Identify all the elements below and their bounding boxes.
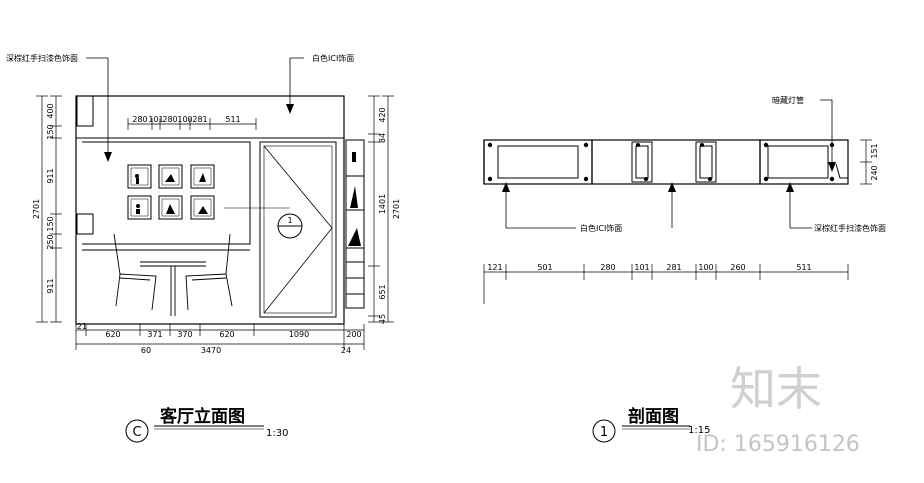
section-drawing (483, 99, 872, 443)
top-dim-6: 511 (225, 115, 240, 124)
sec-dim-8: 511 (796, 263, 811, 272)
left-drawing-scale: 1:30 (266, 428, 288, 439)
bottom-dim-5: 620 (219, 330, 234, 339)
left-dim-3: 911 (46, 168, 55, 183)
left-dim-2: 150 (46, 124, 55, 139)
bottom-sub-3: 24 (341, 346, 351, 355)
display-shelf (345, 139, 365, 309)
right-dim-6: 45 (378, 314, 387, 324)
annotation-left-top: 深棕红手扫漆色饰面 (6, 53, 78, 63)
picture-frames (127, 164, 215, 220)
top-dim-3: 280 (162, 115, 177, 124)
top-dim-1: 280 (132, 115, 147, 124)
left-dim-1: 400 (46, 103, 55, 118)
bottom-dim-3: 371 (147, 330, 162, 339)
table-and-chairs (113, 233, 233, 316)
bottom-dim-1: 21 (77, 322, 87, 331)
door-panel (224, 141, 337, 318)
right-drawing-scale: 1:15 (688, 425, 710, 436)
left-dim-7: 911 (46, 278, 55, 293)
left-dim-6: 250 (46, 234, 55, 249)
sec-dim-6: 100 (698, 263, 713, 272)
sec-dim-4: 101 (634, 263, 649, 272)
bottom-sub-1: 60 (141, 346, 151, 355)
right-dim-5: 651 (378, 284, 387, 299)
sec-dim-2: 501 (537, 263, 552, 272)
right-dim-2: 84 (378, 133, 387, 143)
annotation-dark-paint: 深棕红手扫漆色饰面 (814, 223, 886, 233)
right-dim-1: 420 (378, 107, 387, 122)
watermark-id: ID: 165916126 (696, 432, 860, 457)
bottom-sub-total: 3470 (201, 346, 221, 355)
annotation-hidden-light: 暗藏灯管 (772, 95, 804, 105)
sec-dim-3: 280 (600, 263, 615, 272)
right-ref-number: 1 (600, 425, 608, 440)
left-dim-total: 2701 (32, 199, 41, 219)
right-drawing-title: 剖面图 (628, 406, 679, 427)
top-dim-5: 281 (192, 115, 207, 124)
bottom-dim-2: 620 (105, 330, 120, 339)
section-marker-label: 1 (287, 216, 292, 225)
left-drawing-title: 客厅立面图 (159, 406, 245, 427)
top-dim-4: 100 (177, 115, 192, 124)
sec-right-dim-2: 240 (870, 165, 879, 180)
left-dim-5: 150 (46, 216, 55, 231)
annotation-right-top: 白色ICI饰面 (312, 53, 354, 63)
living-room-elevation (36, 57, 394, 443)
right-dim-3: 1401 (378, 194, 387, 214)
right-dim-total: 2701 (392, 199, 401, 219)
bottom-dim-6: 1090 (289, 330, 309, 339)
bottom-dim-7: 200 (346, 330, 361, 339)
bottom-dim-4: 370 (177, 330, 192, 339)
sec-dim-1: 121 (487, 263, 502, 272)
watermark-logo: 知末 (730, 362, 822, 416)
sec-dim-5: 281 (666, 263, 681, 272)
top-dim-2: 101 (148, 115, 163, 124)
sec-right-dim-1: 151 (870, 143, 879, 158)
left-ref-letter: C (132, 425, 141, 440)
annotation-white-ici: 白色ICI饰面 (580, 223, 622, 233)
sec-dim-7: 260 (730, 263, 745, 272)
